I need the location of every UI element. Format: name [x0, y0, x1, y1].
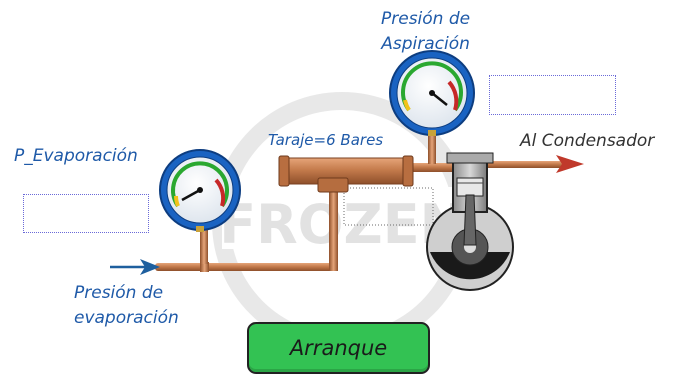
pressure-gauge-icon [389, 50, 475, 136]
compressor-icon [426, 152, 514, 291]
suction-pressure-line1: Presión de [381, 9, 471, 29]
evaporation-pressure-line1: Presión de [74, 283, 164, 303]
suction-pressure-input[interactable] [489, 75, 616, 115]
pipe-network [155, 132, 562, 272]
to-condenser-label: Al Condensador [520, 131, 655, 151]
outlet-arrow-icon [556, 155, 584, 173]
setting-label: Taraje=6 Bares [268, 131, 384, 149]
suction-pressure-line2: Aspiración [381, 34, 470, 54]
suction-pressure-label: Presión de Aspiración [381, 7, 470, 57]
valve-icon [278, 155, 414, 193]
evaporation-pressure-label: Presión de evaporación [74, 281, 179, 331]
evaporation-p-label: P_Evaporación [14, 146, 138, 166]
inlet-arrow-icon [110, 259, 160, 275]
start-button[interactable]: Arranque [247, 322, 430, 374]
pressure-gauge-icon [159, 149, 241, 232]
evaporation-pressure-input[interactable] [23, 194, 149, 233]
evaporation-pressure-line2: evaporación [74, 308, 179, 328]
